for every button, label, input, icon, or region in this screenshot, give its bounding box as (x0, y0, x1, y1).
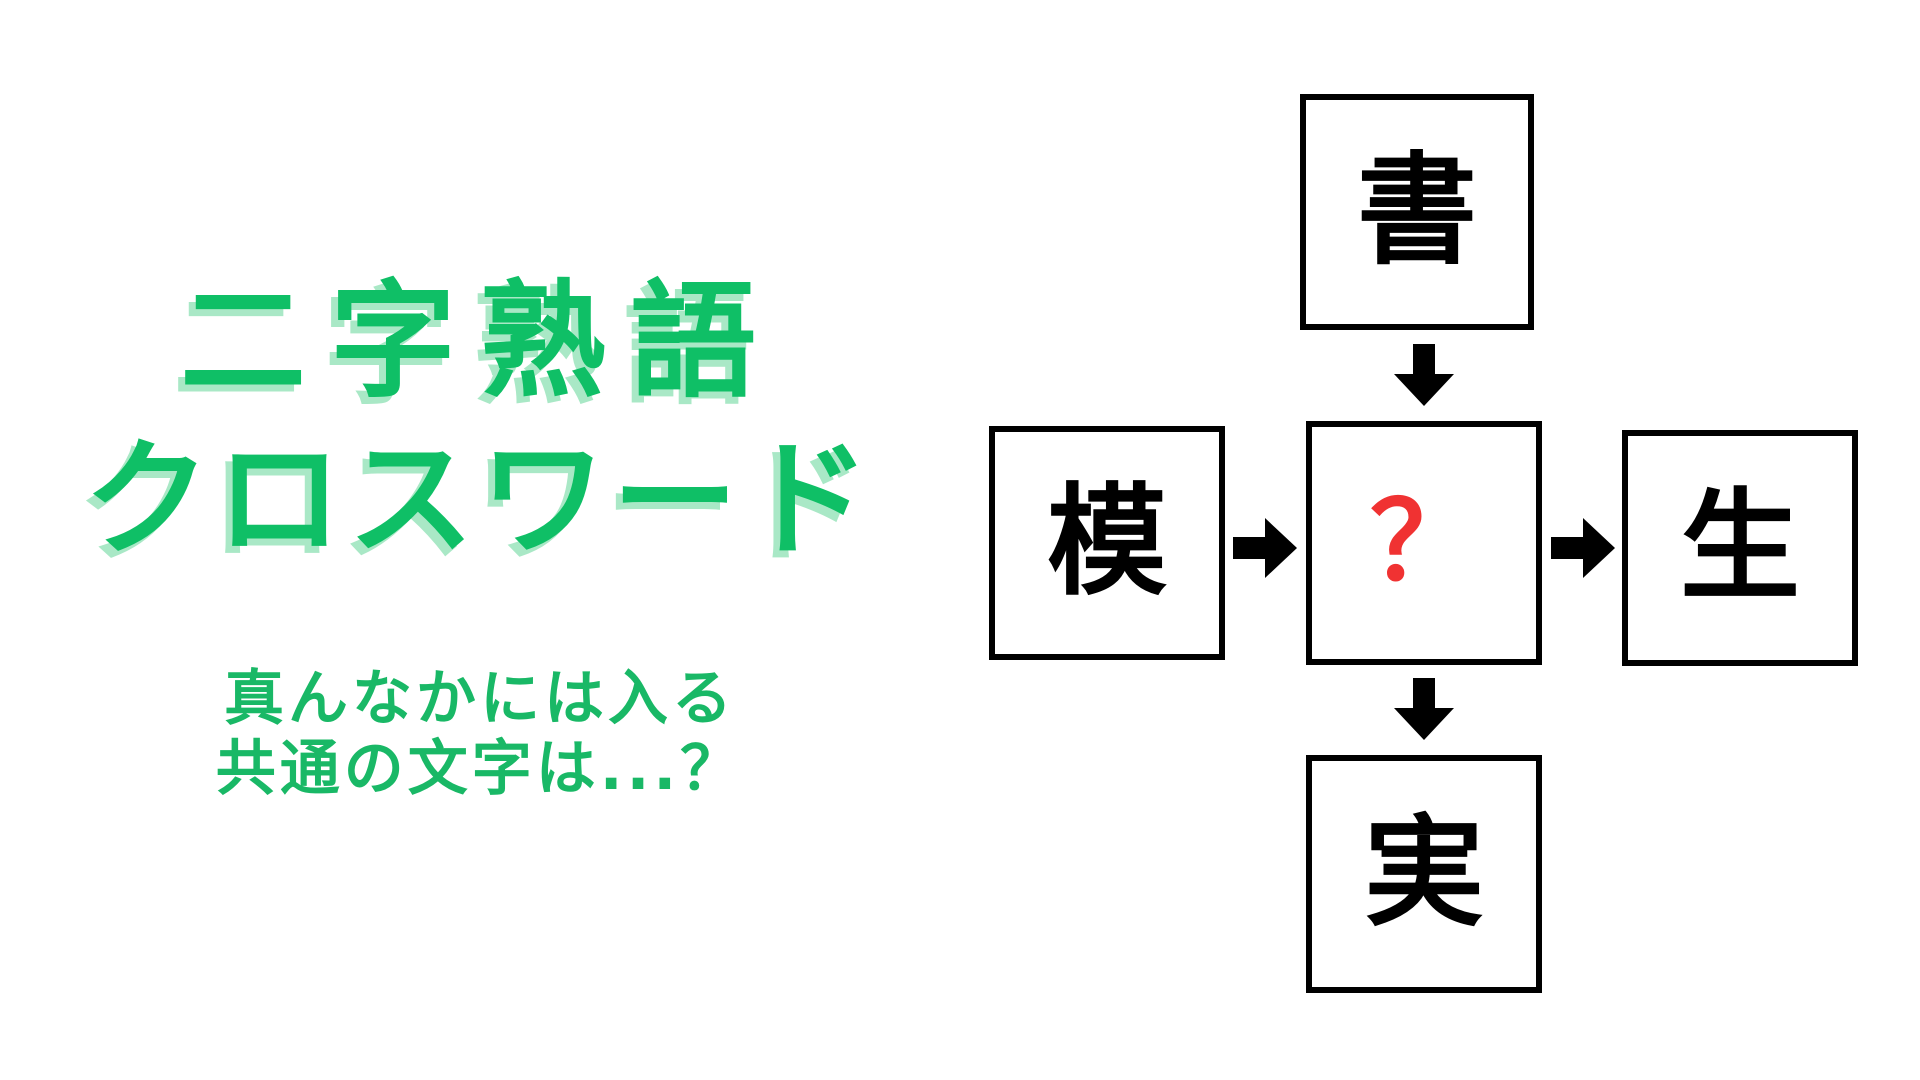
crossword-char-top: 書 (1357, 142, 1477, 281)
crossword-char-left: 模 (1047, 473, 1167, 612)
crossword-char-right: 生 (1680, 478, 1800, 617)
title-line-2: クロスワード (84, 426, 876, 573)
title-line-1: 二字熟語 (180, 268, 780, 415)
crossword-box-left: 模 (989, 426, 1225, 660)
arrow-down-icon (1394, 344, 1454, 406)
crossword-box-right: 生 (1622, 430, 1858, 666)
crossword-box-center[interactable]: ？ (1306, 421, 1542, 665)
subtitle-line-2: 共通の文字は...？ (215, 734, 745, 804)
arrow-right-icon (1233, 518, 1297, 578)
arrow-right-icon (1551, 518, 1615, 578)
crossword-char-bottom: 実 (1364, 804, 1484, 943)
crossword-box-bottom: 実 (1306, 755, 1542, 993)
subtitle-line-1: 真んなかには入る (224, 664, 736, 734)
question-mark: ？ (1369, 480, 1478, 605)
arrow-down-icon (1394, 678, 1454, 740)
crossword-box-top: 書 (1300, 94, 1534, 330)
